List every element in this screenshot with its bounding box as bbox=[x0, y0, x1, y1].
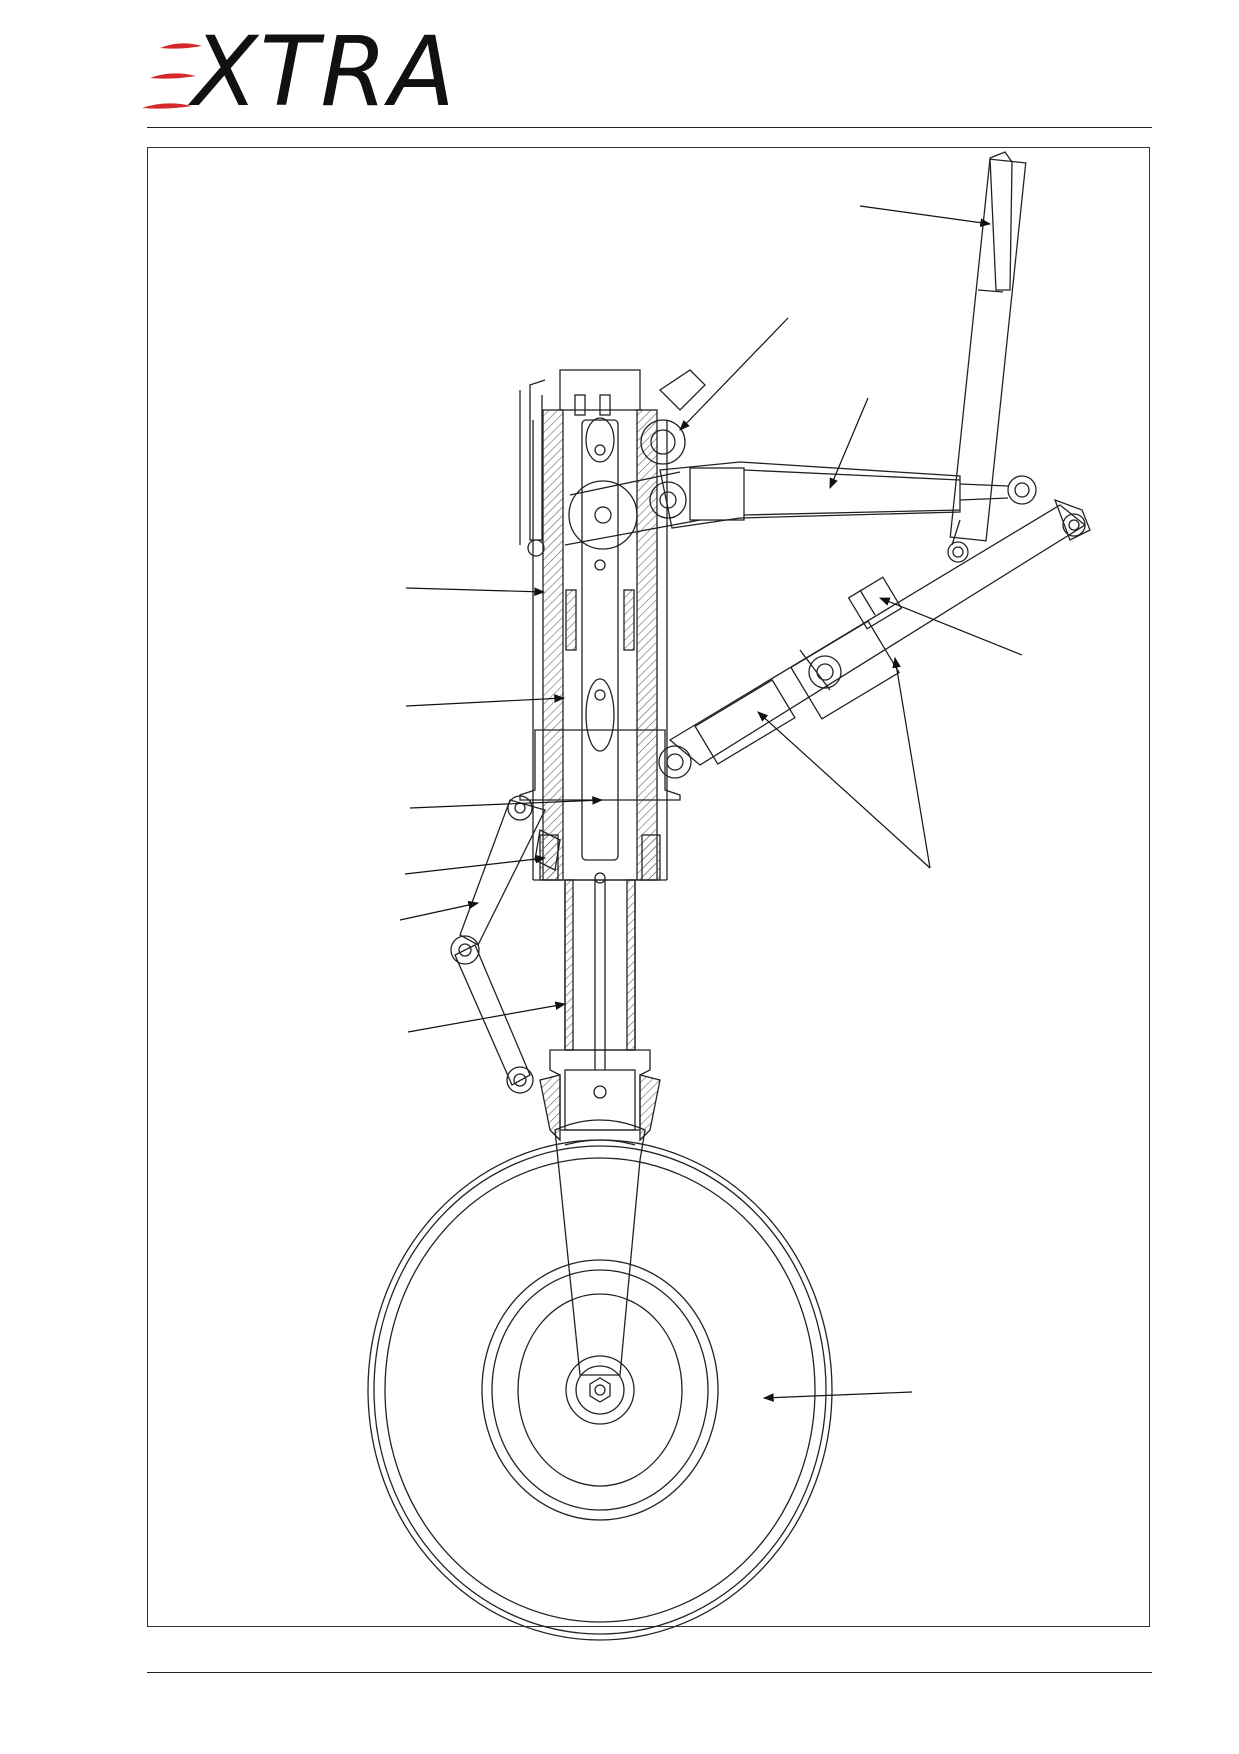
footer-rule bbox=[147, 1672, 1152, 1673]
leader-lines bbox=[399, 205, 1023, 1402]
arrow-icon bbox=[762, 1391, 913, 1402]
main-strut bbox=[519, 369, 706, 1142]
arrow-icon bbox=[892, 656, 931, 869]
arrow-icon bbox=[407, 1001, 567, 1033]
arrow-icon bbox=[399, 900, 480, 921]
logo-accent-stripes bbox=[142, 43, 202, 109]
arrow-icon bbox=[757, 711, 931, 869]
torque-links bbox=[450, 795, 561, 1094]
arrow-icon bbox=[859, 205, 992, 227]
figure-frame bbox=[147, 147, 1150, 1627]
arrow-icon bbox=[404, 854, 547, 875]
arrow-icon bbox=[878, 597, 1023, 656]
arrow-icon bbox=[829, 397, 869, 489]
arrow-icon bbox=[405, 694, 566, 707]
upper-drag-strut bbox=[659, 461, 1037, 529]
wheel-icon bbox=[367, 1139, 833, 1641]
lower-drag-strut bbox=[658, 498, 1091, 779]
logo-text: XTRA bbox=[192, 16, 457, 128]
arrow-icon bbox=[409, 796, 604, 809]
gas-strut bbox=[947, 151, 1027, 563]
header-rule bbox=[147, 127, 1152, 128]
arrow-icon bbox=[405, 587, 546, 597]
extra-logo: XTRA bbox=[140, 24, 480, 120]
arrow-icon bbox=[679, 317, 789, 431]
